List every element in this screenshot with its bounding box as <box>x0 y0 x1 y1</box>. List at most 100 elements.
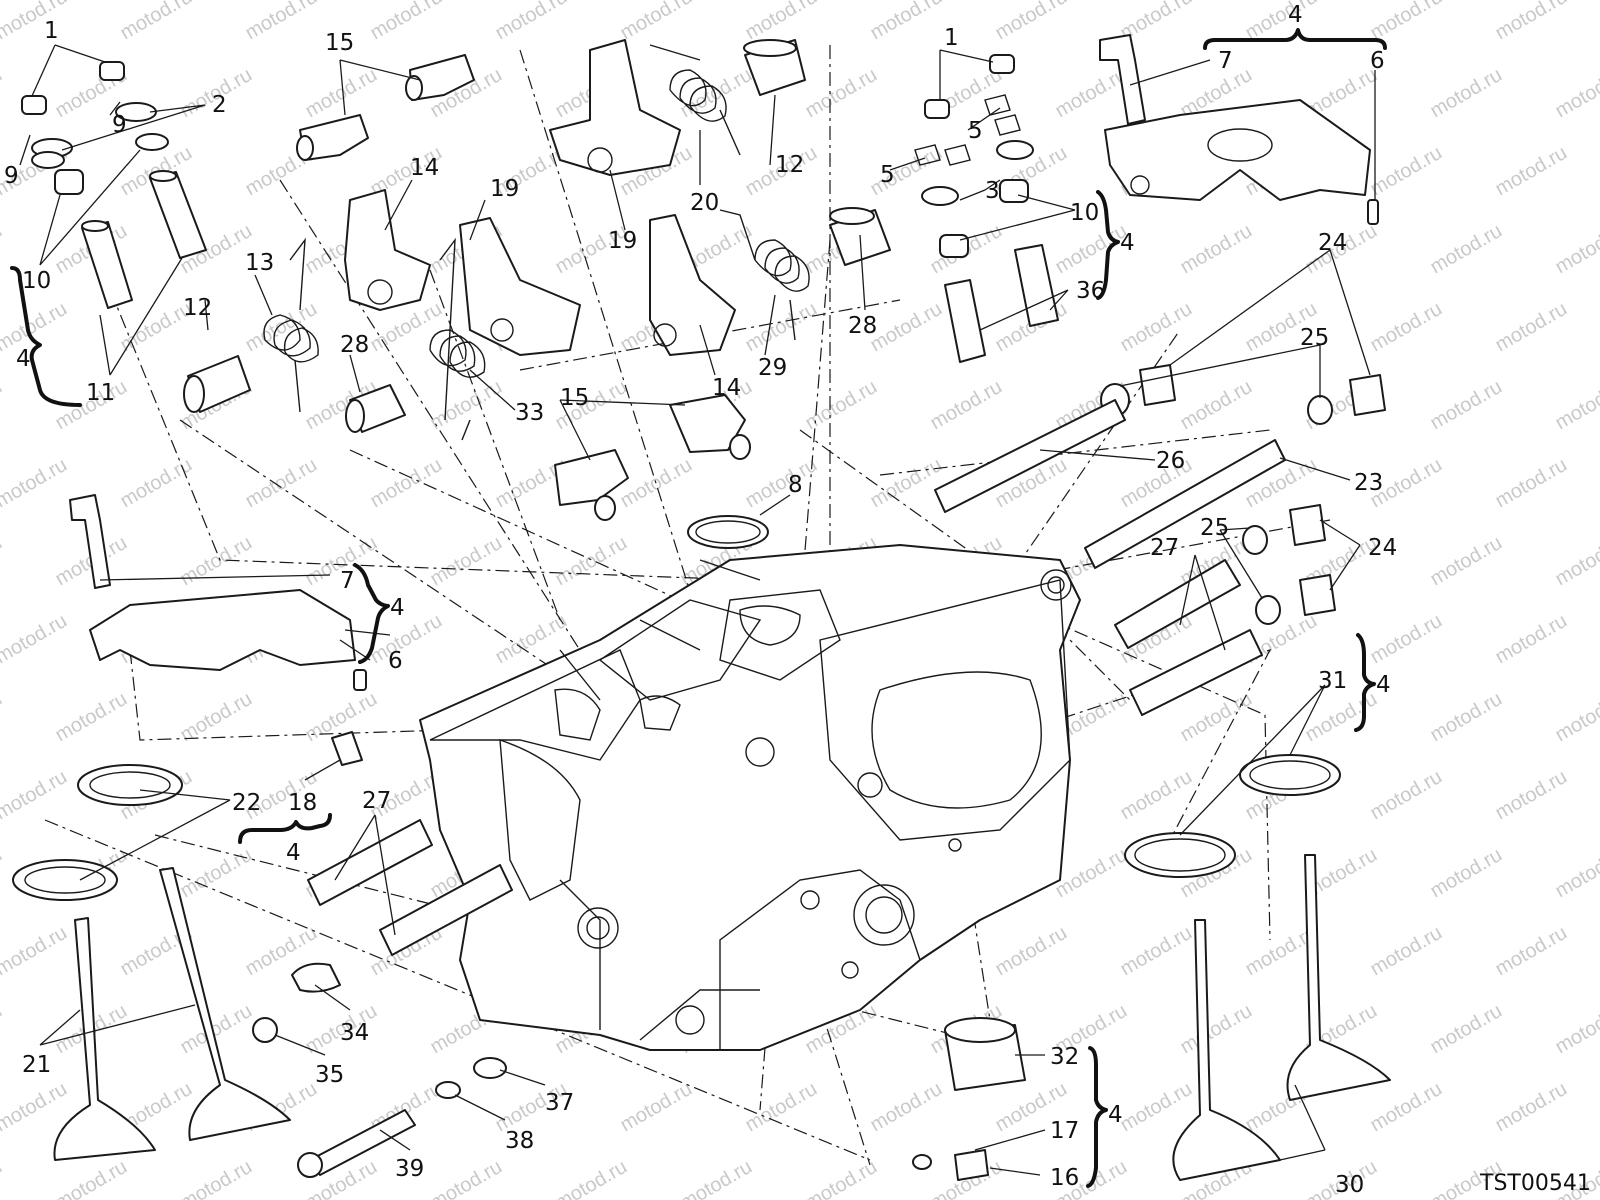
cylinder-head-casting <box>419 544 1081 1051</box>
watermark-text: motod.ru <box>1552 64 1600 123</box>
watermark-text: motod.ru <box>0 688 6 747</box>
callout-8: 8 <box>788 472 803 498</box>
watermark-text: motod.ru <box>1367 1078 1446 1137</box>
callout-36: 36 <box>1076 278 1105 304</box>
watermark-text: motod.ru <box>1117 922 1196 981</box>
watermark-text: motod.ru <box>1552 220 1600 279</box>
valve-train-left <box>21 54 581 441</box>
watermark-text: motod.ru <box>1492 0 1571 44</box>
watermark-text: motod.ru <box>1367 0 1446 44</box>
callout-38: 38 <box>505 1128 534 1154</box>
watermark-text: motod.ru <box>1242 0 1321 44</box>
watermark-text: motod.ru <box>0 766 71 825</box>
watermark-text: motod.ru <box>1177 688 1256 747</box>
callout-30: 30 <box>1335 1172 1364 1198</box>
watermark-text: motod.ru <box>1492 922 1571 981</box>
watermark-text: motod.ru <box>0 376 6 435</box>
callout-4: 4 <box>1376 672 1391 698</box>
watermark-text: motod.ru <box>427 1156 506 1200</box>
watermark-text: motod.ru <box>867 1078 946 1137</box>
watermark-text: motod.ru <box>117 0 196 44</box>
watermark-text: motod.ru <box>1492 142 1571 201</box>
callout-19: 19 <box>608 228 637 254</box>
callout-2: 2 <box>212 92 227 118</box>
watermark-text: motod.ru <box>1552 1000 1600 1059</box>
watermark-text: motod.ru <box>0 0 71 44</box>
callout-18: 18 <box>288 790 317 816</box>
callout-4: 4 <box>16 346 31 372</box>
watermark-text: motod.ru <box>742 1078 821 1137</box>
callout-10: 10 <box>22 268 51 294</box>
watermark-text: motod.ru <box>1427 64 1506 123</box>
lower-left-parts <box>12 494 513 1178</box>
callout-29: 29 <box>758 355 787 381</box>
callout-34: 34 <box>340 1020 369 1046</box>
callout-22: 22 <box>232 790 261 816</box>
watermark-text: motod.ru <box>177 532 256 591</box>
watermark-text: motod.ru <box>867 0 946 44</box>
watermark-text: motod.ru <box>492 0 571 44</box>
watermark-text: motod.ru <box>802 64 881 123</box>
callout-labels: 1 2 9 9 10 11 12 4 13 15 14 19 28 33 19 … <box>4 2 1397 1198</box>
callout-28: 28 <box>340 332 369 358</box>
watermark-text: motod.ru <box>1367 922 1446 981</box>
watermark-text: motod.ru <box>1052 220 1131 279</box>
drawing-code: TST00541 <box>1479 1171 1591 1196</box>
callout-4: 4 <box>390 595 405 621</box>
callout-9: 9 <box>4 163 19 189</box>
watermark-text: motod.ru <box>1492 298 1571 357</box>
callout-24: 24 <box>1318 230 1347 256</box>
callout-5: 5 <box>880 162 895 188</box>
watermark-text: motod.ru <box>992 0 1071 44</box>
watermark-text: motod.ru <box>0 532 6 591</box>
watermark-text: motod.ru <box>1177 1000 1256 1059</box>
watermark-text: motod.ru <box>0 610 71 669</box>
watermark-text: motod.ru <box>552 532 631 591</box>
watermark-text: motod.ru <box>1427 1000 1506 1059</box>
callout-11: 11 <box>86 380 115 406</box>
callout-7: 7 <box>1218 48 1233 74</box>
watermark-text: motod.ru <box>1367 610 1446 669</box>
callout-12: 12 <box>183 295 212 321</box>
watermark-text: motod.ru <box>0 220 6 279</box>
callout-15: 15 <box>560 385 589 411</box>
watermark-text: motod.ru <box>1177 376 1256 435</box>
watermark-text: motod.ru <box>552 1156 631 1200</box>
callout-20: 20 <box>690 190 719 216</box>
callout-14: 14 <box>712 375 741 401</box>
watermark-text: motod.ru <box>1427 376 1506 435</box>
callout-4: 4 <box>286 840 301 866</box>
watermark-text: motod.ru <box>677 64 756 123</box>
callout-27: 27 <box>362 788 391 814</box>
callout-16: 16 <box>1050 1165 1079 1191</box>
callout-15: 15 <box>325 30 354 56</box>
watermark-text: motod.ru <box>1427 844 1506 903</box>
callout-19: 19 <box>490 176 519 202</box>
watermark-text: motod.ru <box>677 1156 756 1200</box>
watermark-text: motod.ru <box>1552 376 1600 435</box>
watermark-text: motod.ru <box>177 1156 256 1200</box>
watermark-text: motod.ru <box>0 64 6 123</box>
callout-5: 5 <box>968 118 983 144</box>
watermark-text: motod.ru <box>177 844 256 903</box>
callout-6: 6 <box>388 648 403 674</box>
watermark-text: motod.ru <box>867 454 946 513</box>
watermark-text: motod.ru <box>1492 1078 1571 1137</box>
watermark-text: motod.ru <box>1552 844 1600 903</box>
callout-24: 24 <box>1368 535 1397 561</box>
watermark-text: motod.ru <box>1552 688 1600 747</box>
watermark-text: motod.ru <box>0 922 71 981</box>
callout-4: 4 <box>1288 2 1303 28</box>
watermark-text: motod.ru <box>1492 766 1571 825</box>
watermark-text: motod.ru <box>52 688 131 747</box>
callout-23: 23 <box>1354 470 1383 496</box>
watermark-text: motod.ru <box>1052 844 1131 903</box>
callout-32: 32 <box>1050 1044 1079 1070</box>
callout-28: 28 <box>848 313 877 339</box>
watermark-text: motod.ru <box>1492 610 1571 669</box>
watermark-text: motod.ru <box>0 1156 6 1200</box>
watermark-text: motod.ru <box>1367 298 1446 357</box>
watermark-text: motod.ru <box>242 454 321 513</box>
watermark-text: motod.ru <box>1552 532 1600 591</box>
